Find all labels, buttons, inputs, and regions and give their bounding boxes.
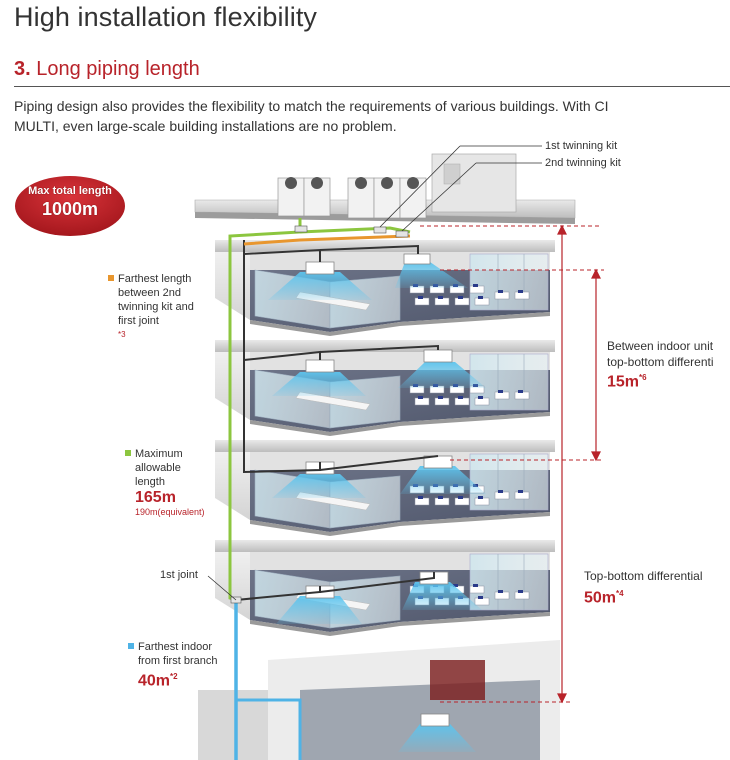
intro-paragraph: Piping design also provides the flexibil… — [14, 96, 726, 136]
section-title: 3. Long piping length — [14, 58, 200, 81]
indoor-diff-value-wrap: 15m*6 — [607, 370, 730, 390]
top-bottom-callout: Top-bottom differential 50m*4 — [584, 568, 703, 606]
farthest-2nd-line1: Farthest length — [118, 273, 192, 285]
branch-piping — [235, 240, 439, 601]
farthest-2nd-line2: between 2nd — [118, 287, 181, 299]
farthest-indoor-line1: Farthest indoor — [138, 641, 212, 653]
top-bottom-value: 50m — [584, 589, 617, 607]
top-bottom-line1: Top-bottom differential — [584, 569, 703, 583]
badge-label: Max total length — [28, 185, 112, 197]
farthest-2nd-line3: twinning kit and — [118, 301, 194, 313]
farthest-indoor-line2: from first branch — [138, 655, 218, 667]
indoor-diff-callout: Between indoor unit top-bottom different… — [607, 338, 730, 390]
twinning-kit-1-label: 1st twinning kit — [545, 140, 618, 152]
farthest-indoor-value-wrap: 40m*2 — [128, 670, 217, 690]
section-title-text: Long piping length — [36, 58, 200, 80]
page-title: High installation flexibility — [14, 2, 318, 32]
max-allowable-line1: Maximum — [135, 448, 183, 460]
blue-swatch — [128, 643, 134, 649]
indoor-units — [305, 253, 453, 727]
badge-text: Max total length 1000m — [22, 185, 118, 220]
outdoor-unit-group — [277, 153, 517, 219]
top-bottom-note: *4 — [616, 589, 624, 598]
indoor-diff-line2: top-bottom differenti — [607, 355, 714, 369]
farthest-indoor-value: 40m — [138, 672, 171, 690]
max-allowable-line3: length — [135, 476, 165, 488]
max-allowable-value: 165m — [135, 489, 176, 506]
max-allowable-equivalent: 190m(equivalent) — [135, 507, 205, 517]
orange-pipe — [243, 234, 411, 246]
first-joint-label: 1st joint — [160, 569, 198, 581]
top-bottom-value-wrap: 50m*4 — [584, 586, 703, 606]
farthest-indoor-callout: Farthest indoor from first branch 40m*2 — [128, 640, 218, 690]
farthest-2nd-note: *3 — [118, 330, 126, 339]
farthest-2nd-callout: Farthest length between 2nd twinning kit… — [108, 272, 194, 342]
max-length-badge — [15, 176, 125, 236]
max-allowable-callout: Maximum allowable length 165m 190m(equiv… — [125, 447, 205, 519]
orange-swatch — [108, 275, 114, 281]
section-divider — [14, 86, 730, 87]
green-swatch — [125, 450, 131, 456]
section-number: 3. — [14, 58, 31, 80]
max-allowable-line2: allowable — [135, 462, 181, 474]
indoor-diff-note: *6 — [639, 373, 647, 382]
farthest-2nd-line4: first joint — [118, 315, 159, 327]
farthest-indoor-note: *2 — [170, 672, 178, 681]
badge-value: 1000m — [41, 199, 99, 219]
indoor-diff-line1: Between indoor unit — [607, 339, 714, 353]
intro-line-1: Piping design also provides the flexibil… — [14, 98, 609, 114]
indoor-diff-value: 15m — [607, 373, 640, 391]
intro-line-2: MULTI, even large-scale building install… — [14, 118, 397, 134]
airflow-plumes — [268, 262, 486, 752]
twinning-kit-2-label: 2nd twinning kit — [545, 157, 621, 169]
